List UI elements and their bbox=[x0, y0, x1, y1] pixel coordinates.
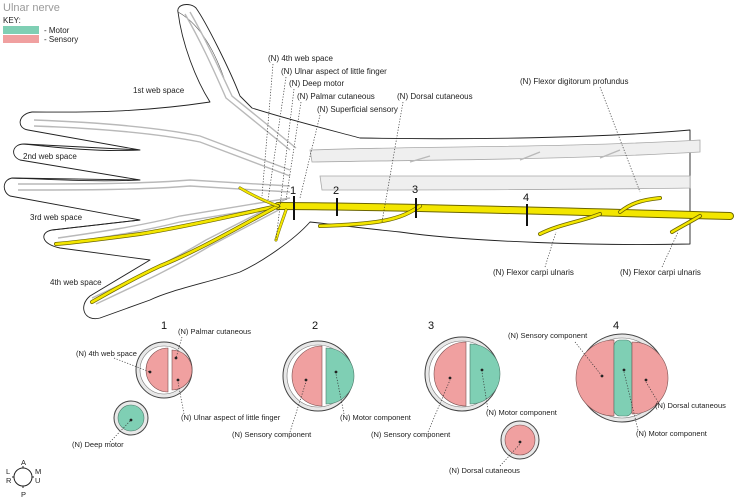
cs4-label-sensory: (N) Sensory component bbox=[508, 331, 588, 340]
cs2-label-motor: (N) Motor component bbox=[340, 413, 412, 422]
cross-section-2-number: 2 bbox=[312, 320, 318, 332]
compass-bottom: P bbox=[21, 490, 26, 499]
web-space-3-label: 3rd web space bbox=[30, 213, 83, 222]
label-dorsal-cutaneous: (N) Dorsal cutaneous bbox=[397, 92, 473, 101]
web-space-2-label: 2nd web space bbox=[23, 152, 77, 161]
key-heading: KEY: bbox=[3, 16, 21, 25]
key-sensory-swatch bbox=[3, 35, 39, 43]
label-4th-web-space: (N) 4th web space bbox=[268, 54, 333, 63]
key-motor-swatch bbox=[3, 26, 39, 34]
key-sensory-label: - Sensory bbox=[44, 35, 78, 44]
compass-top: A bbox=[21, 458, 26, 467]
label-palmar-cutaneous: (N) Palmar cutaneous bbox=[297, 92, 375, 101]
cross-section-3-number: 3 bbox=[428, 320, 434, 332]
cs3-label-sensory: (N) Sensory component bbox=[371, 430, 451, 439]
diagram-title: Ulnar nerve bbox=[3, 2, 60, 14]
compass-right-2: U bbox=[35, 476, 40, 485]
cross-section-1: 1 (N) Palmar cutaneous (N) 4th web space… bbox=[72, 320, 281, 449]
cs3-label-motor: (N) Motor component bbox=[486, 408, 558, 417]
cs1-label-palmar-cutaneous: (N) Palmar cutaneous bbox=[178, 327, 251, 336]
cs1-label-ulnar-aspect: (N) Ulnar aspect of little finger bbox=[181, 413, 281, 422]
hand-bones bbox=[17, 11, 701, 305]
label-fcu-1: (N) Flexor carpi ulnaris bbox=[493, 268, 574, 277]
level-1-label: 1 bbox=[290, 185, 296, 197]
compass-left-2: R bbox=[6, 476, 12, 485]
cs4-label-motor: (N) Motor component bbox=[636, 429, 708, 438]
web-space-1-label: 1st web space bbox=[133, 86, 185, 95]
ulnar-nerve bbox=[54, 186, 734, 304]
orientation-compass: A P L R M U bbox=[6, 458, 41, 499]
level-3-label: 3 bbox=[412, 184, 418, 196]
cross-section-3: 3 (N) Sensory component (N) Motor compon… bbox=[371, 320, 558, 475]
cs1-label-deep-motor: (N) Deep motor bbox=[72, 440, 124, 449]
compass-left-1: L bbox=[6, 467, 10, 476]
cs3-label-dorsal-cutaneous: (N) Dorsal cutaneous bbox=[449, 466, 520, 475]
level-2-label: 2 bbox=[333, 185, 339, 197]
label-fcu-2: (N) Flexor carpi ulnaris bbox=[620, 268, 701, 277]
label-fdp: (N) Flexor digitorum profundus bbox=[520, 77, 628, 86]
cross-section-4: 4 (N) Sensory component (N) Dorsal cutan… bbox=[508, 320, 726, 438]
level-4-label: 4 bbox=[523, 192, 529, 204]
web-space-4-label: 4th web space bbox=[50, 278, 102, 287]
label-deep-motor: (N) Deep motor bbox=[289, 79, 344, 88]
cs1-label-4th-web-space: (N) 4th web space bbox=[76, 349, 137, 358]
cs4-label-dorsal-cutaneous: (N) Dorsal cutaneous bbox=[655, 401, 726, 410]
cross-section-2: 2 (N) Sensory component (N) Motor compon… bbox=[232, 320, 412, 439]
label-superficial-sensory: (N) Superficial sensory bbox=[317, 105, 398, 114]
cross-section-1-number: 1 bbox=[161, 320, 167, 332]
key-motor-label: - Motor bbox=[44, 26, 70, 35]
cross-section-4-number: 4 bbox=[613, 320, 619, 332]
cs2-label-sensory: (N) Sensory component bbox=[232, 430, 312, 439]
compass-right-1: M bbox=[35, 467, 41, 476]
label-ulnar-aspect: (N) Ulnar aspect of little finger bbox=[281, 67, 387, 76]
